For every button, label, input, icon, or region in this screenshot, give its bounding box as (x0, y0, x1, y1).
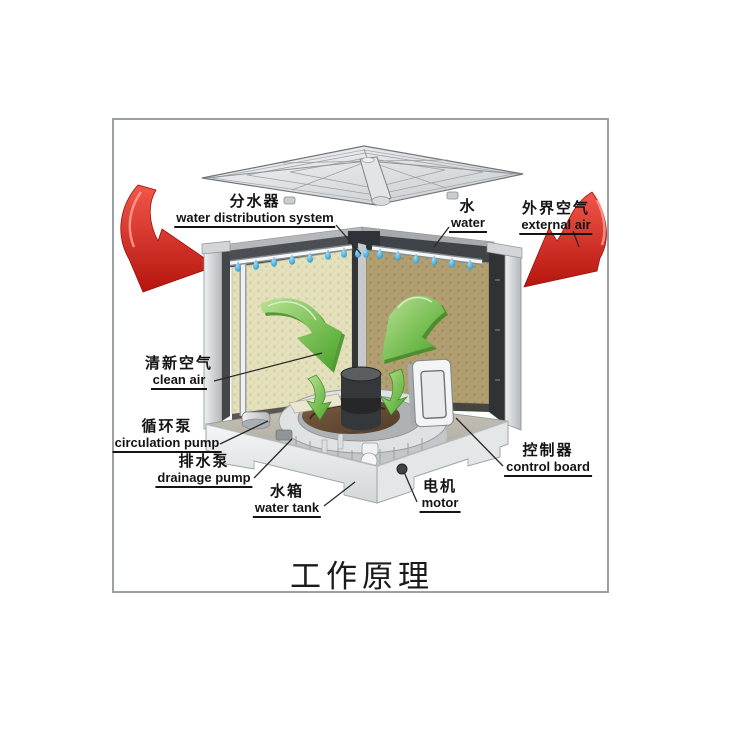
clean-air-arrow-right (381, 295, 445, 361)
label-circulation-pump-en: circulation pump (112, 435, 222, 453)
control-board-box (407, 358, 454, 428)
label-water-distribution-zh: 分水器 (229, 193, 281, 210)
leader-water (433, 226, 450, 248)
label-water-distribution: 分水器 water distribution system (174, 193, 336, 228)
label-external-air-zh: 外界空气 (521, 200, 590, 217)
label-motor-zh: 电机 (422, 478, 457, 495)
motor-knob (396, 463, 408, 475)
label-drainage-pump-zh: 排水泵 (178, 453, 230, 470)
leader-clean-air (213, 352, 323, 382)
label-motor: 电机 motor (419, 478, 461, 513)
leader-water-distribution (335, 224, 362, 255)
corner-post-left (201, 240, 231, 430)
label-water-distribution-en: water distribution system (174, 210, 336, 228)
label-external-air: 外界空气 external air (519, 200, 593, 235)
label-water-tank: 水箱 water tank (252, 483, 322, 518)
label-water-zh: 水 (459, 198, 477, 215)
leader-lines (213, 224, 580, 507)
water-tank-basin (205, 420, 509, 504)
drainage-pump (275, 429, 293, 441)
label-motor-en: motor (419, 495, 461, 513)
label-control-board-zh: 控制器 (522, 442, 574, 459)
cooler-unit (201, 226, 523, 504)
label-drainage-pump-en: drainage pump (155, 470, 253, 488)
label-control-board: 控制器 control board (504, 442, 592, 477)
leader-drainage-pump (253, 438, 293, 479)
circulation-pump (241, 411, 271, 430)
label-circulation-pump-zh: 循环泵 (141, 418, 193, 435)
label-external-air-en: external air (519, 217, 593, 235)
leader-water-tank (323, 481, 356, 507)
leader-motor (403, 471, 418, 503)
top-beam-right (362, 234, 494, 263)
label-water-tank-en: water tank (252, 500, 322, 518)
red-arrow-right (523, 191, 607, 288)
clean-air-arrow-left (260, 298, 342, 370)
green-airflow-arrows (260, 295, 448, 421)
red-arrow-left (120, 184, 217, 293)
label-clean-air-zh: 清新空气 (144, 355, 214, 372)
label-water-tank-zh: 水箱 (269, 483, 304, 500)
label-drainage-pump: 排水泵 drainage pump (155, 453, 253, 488)
water-distribution-pipe (223, 244, 483, 267)
label-clean-air-en: clean air (145, 372, 213, 390)
leader-control-board (455, 417, 504, 467)
corner-post-right (486, 241, 523, 431)
label-circulation-pump: 循环泵 circulation pump (112, 418, 222, 453)
leader-circulation-pump (219, 420, 269, 445)
label-control-board-en: control board (504, 459, 592, 477)
label-water-en: water (449, 215, 487, 233)
label-clean-air: 清新空气 clean air (144, 355, 214, 390)
top-cover (201, 145, 524, 206)
label-water: 水 water (449, 198, 487, 233)
page-title: 工作原理 (290, 559, 434, 594)
